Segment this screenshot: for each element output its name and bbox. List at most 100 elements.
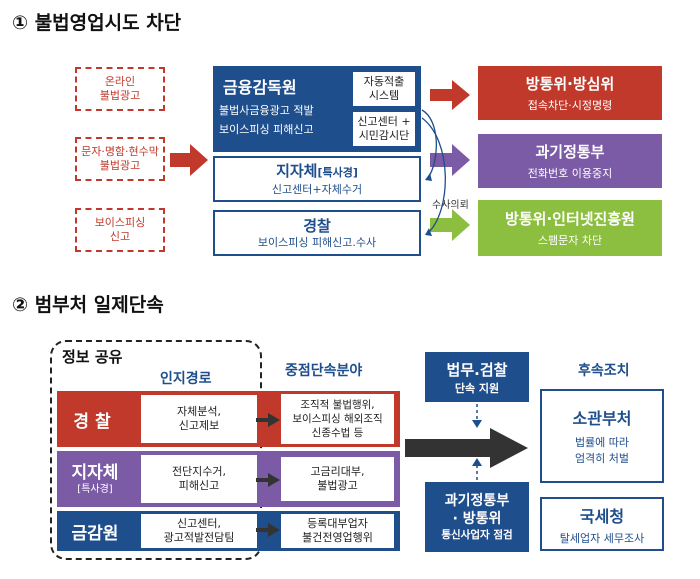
channel-line: 신고센터, xyxy=(177,517,221,530)
msit-kcc-box: 과기정통부 · 방통위 통신사업자 점검 xyxy=(425,482,529,552)
row-focus-box: 조직적 불법행위, 보이스피싱 해외조직 신종수법 등 xyxy=(281,394,394,444)
row-agency: 경 찰 xyxy=(73,411,111,432)
dept-box: 소관부처 법률에 따라 엄격히 처벌 xyxy=(540,389,664,483)
col-follow-header: 후속조치 xyxy=(578,363,630,379)
justice-down-head xyxy=(472,420,482,428)
nts-sub: 탈세업자 세무조사 xyxy=(559,531,645,545)
report-center-line: 신고센터 + xyxy=(357,115,411,128)
row-agency: 금감원 xyxy=(71,523,119,544)
source-line: 보이스피싱 xyxy=(94,216,146,229)
outcome-sub: 전화번호 이용중지 xyxy=(527,167,613,180)
local-gov-title: 지자체 xyxy=(276,161,318,180)
police-title: 경찰 xyxy=(303,216,331,235)
focus-line: 고금리대부, xyxy=(310,465,365,478)
row-channel-box: 전단지수거, 피해신고 xyxy=(141,455,257,503)
source-online-ad: 온라인 불법광고 xyxy=(75,67,165,111)
focus-line: 보이스피싱 해외조직 xyxy=(292,413,383,425)
source-line: 불법광고 xyxy=(99,159,141,172)
curve-head xyxy=(425,228,432,236)
curve-to-local xyxy=(421,109,437,179)
curve-head xyxy=(425,173,432,181)
small-arrow xyxy=(256,523,280,537)
row-channel-box: 신고센터, 광고적발전담팀 xyxy=(141,514,257,548)
small-arrow xyxy=(256,473,280,487)
nts-box: 국세청 탈세업자 세무조사 xyxy=(540,497,664,551)
channel-line: 신고제보 xyxy=(178,419,220,432)
row-fss: 금감원 신고센터, 광고적발전담팀 등록대부업자 불건전영업행위 xyxy=(57,511,400,551)
focus-line: 불건전영업행위 xyxy=(302,531,373,544)
section2-title: ② 범부처 일제단속 xyxy=(12,294,164,316)
channel-line: 전단지수거, xyxy=(171,465,227,478)
row-channel-box: 자체분석, 신고제보 xyxy=(141,395,257,443)
row-police: 경 찰 자체분석, 신고제보 조직적 불법행위, 보이스피싱 해외조직 신종수법… xyxy=(57,391,400,447)
local-gov-heading: 지자체[특사경] xyxy=(276,162,358,182)
outcome-kcc-kcsc: 방통위·방심위 접속차단·시정명령 xyxy=(478,66,662,120)
outcome-msit: 과기정통부 전화번호 이용중지 xyxy=(478,134,662,188)
focus-line: 불법광고 xyxy=(317,479,358,492)
source-line: 불법광고 xyxy=(99,89,141,102)
info-sharing-label: 정보 공유 xyxy=(62,348,123,366)
source-line: 신고 xyxy=(109,230,131,243)
local-gov-box: 지자체[특사경] 신고센터+자체수거 xyxy=(213,156,421,202)
col-channel-header: 인지경로 xyxy=(160,371,212,387)
source-line: 문자·명함·현수막 xyxy=(81,145,159,158)
msit-sub: 통신사업자 점검 xyxy=(441,529,513,541)
small-arrow xyxy=(256,413,280,427)
auto-system-box: 자동적출 시스템 xyxy=(353,72,415,106)
focus-line: 조직적 불법행위, xyxy=(300,399,375,411)
auto-system-line: 시스템 xyxy=(368,89,400,102)
section1-title: ① 불법영업시도 차단 xyxy=(12,12,182,34)
outcome-title: 방통위·방심위 xyxy=(525,75,615,93)
arrow-to-msit xyxy=(430,144,470,176)
source-voicephishing: 보이스피싱 신고 xyxy=(75,208,165,252)
fss-line1: 불법사금융광고 적발 xyxy=(219,104,314,117)
outcome-sub: 스팸문자 차단 xyxy=(537,234,603,247)
dept-line: 법률에 따라 xyxy=(574,436,630,449)
justice-title: 법무.검찰 xyxy=(446,360,508,379)
channel-line: 자체분석, xyxy=(177,405,221,418)
source-line: 온라인 xyxy=(104,75,136,88)
report-center-box: 신고센터 + 시민감시단 xyxy=(353,112,415,146)
nts-title: 국세청 xyxy=(579,506,625,526)
row-focus-box: 고금리대부, 불법광고 xyxy=(281,457,394,501)
investigation-label: 수사의뢰 xyxy=(432,200,469,211)
row-focus-box: 등록대부업자 불건전영업행위 xyxy=(281,514,394,548)
fss-box: 금융감독원 불법사금융광고 적발 보이스피싱 피해신고 자동적출 시스템 신고센… xyxy=(213,66,421,152)
arrow-to-kisa xyxy=(430,209,470,241)
police-sub: 보이스피싱 피해신고.수사 xyxy=(257,235,377,249)
row-agency-tag: [특사경] xyxy=(77,483,113,495)
outcome-title: 방통위·인터넷진흥원 xyxy=(505,210,635,228)
section1-arrows xyxy=(170,80,470,241)
outcome-title: 과기정통부 xyxy=(535,143,605,161)
focus-line: 등록대부업자 xyxy=(307,517,368,530)
fss-title: 금융감독원 xyxy=(223,78,297,97)
row-agency: 지자체 xyxy=(71,462,119,483)
fss-line2: 보이스피싱 피해신고 xyxy=(219,123,314,136)
channel-line: 광고적발전담팀 xyxy=(163,531,235,544)
justice-box: 법무.검찰 단속 지원 xyxy=(425,352,529,402)
info-sharing-frame xyxy=(50,340,262,560)
auto-system-line: 자동적출 xyxy=(363,75,405,88)
local-gov-sub: 신고센터+자체수거 xyxy=(271,182,363,196)
row-agency-block: 지자체 [특사경] xyxy=(57,451,133,507)
col-focus-header: 중점단속분야 xyxy=(285,363,363,379)
outcome-sub: 접속차단·시정명령 xyxy=(527,99,613,112)
report-center-line: 시민감시단 xyxy=(358,129,410,142)
justice-sub: 단속 지원 xyxy=(454,381,500,395)
input-arrow xyxy=(170,144,208,176)
channel-line: 피해신고 xyxy=(178,479,220,492)
focus-line: 신종수법 등 xyxy=(311,427,364,439)
msit-up-head xyxy=(472,458,482,466)
source-sms-ad: 문자·명함·현수막 불법광고 xyxy=(75,137,165,181)
local-gov-tag: [특사경] xyxy=(317,165,358,179)
msit-line: 과기정통부 xyxy=(444,493,510,509)
curve-to-police xyxy=(421,117,446,234)
dept-line: 엄격히 처벌 xyxy=(574,452,630,465)
msit-line: · 방통위 xyxy=(452,511,502,527)
dept-title: 소관부처 xyxy=(572,409,632,428)
police-box: 경찰 보이스피싱 피해신고.수사 xyxy=(213,210,421,256)
main-arrow xyxy=(405,428,528,468)
row-local-gov: 지자체 [특사경] 전단지수거, 피해신고 고금리대부, 불법광고 xyxy=(57,451,400,507)
arrow-to-kcc xyxy=(430,80,470,110)
